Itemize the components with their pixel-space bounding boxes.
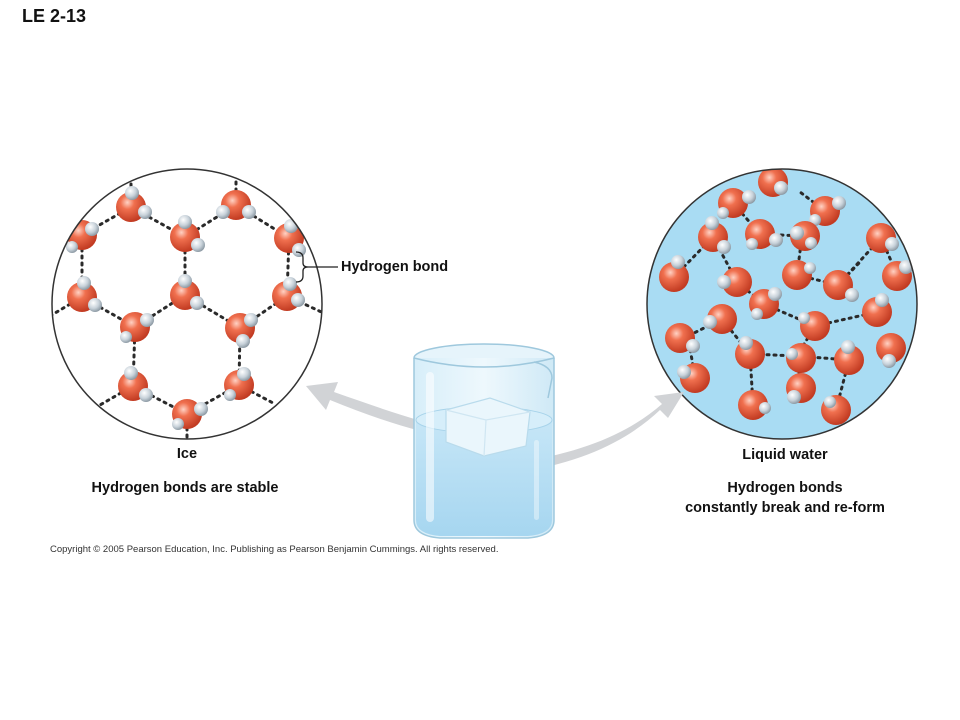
ice-circle — [51, 168, 323, 440]
water-molecule — [866, 223, 899, 253]
liquid-caption-line2: constantly break and re-form — [685, 500, 885, 516]
water-molecule — [782, 260, 816, 290]
water-molecule — [876, 333, 906, 368]
water-molecule — [225, 313, 258, 348]
water-molecule — [749, 287, 782, 320]
water-molecule — [677, 363, 710, 393]
water-molecule — [790, 221, 820, 251]
water-molecule — [170, 274, 204, 310]
copyright-notice: Copyright © 2005 Pearson Education, Inc.… — [50, 544, 499, 555]
water-molecule — [272, 277, 305, 311]
water-molecule — [224, 367, 254, 401]
ice-cube — [445, 397, 531, 457]
water-molecule — [703, 304, 737, 334]
water-molecule — [116, 186, 152, 222]
water-molecule — [786, 373, 816, 404]
water-molecule — [172, 399, 208, 430]
ice-molecules — [66, 186, 306, 430]
ice-label: Ice — [176, 446, 198, 462]
water-molecule — [834, 340, 864, 375]
water-molecule — [120, 312, 154, 343]
water-molecule — [738, 390, 771, 420]
water-molecule — [698, 216, 731, 254]
water-molecule — [717, 267, 752, 297]
water-molecule — [862, 293, 892, 327]
beaker — [413, 343, 555, 539]
liquid-molecules — [659, 169, 913, 425]
ice-caption: Hydrogen bonds are stable — [91, 480, 279, 496]
slide-title: LE 2-13 — [22, 6, 87, 26]
liquid-water-label: Liquid water — [742, 447, 828, 463]
hydrogen-bond-callout-bracket — [295, 251, 338, 283]
hydrogen-bond-label: Hydrogen bond — [341, 259, 449, 275]
water-molecule — [67, 276, 102, 312]
water-molecule — [882, 260, 913, 291]
water-molecule — [717, 188, 756, 219]
water-molecule — [798, 311, 830, 341]
water-molecule — [823, 270, 859, 302]
water-molecule — [786, 343, 816, 373]
water-molecule — [758, 169, 788, 197]
liquid-lattice — [659, 169, 913, 425]
water-molecule — [216, 190, 256, 220]
water-molecule — [118, 366, 153, 402]
water-molecule — [745, 219, 783, 250]
ice-lattice — [52, 169, 322, 439]
water-molecule — [665, 323, 700, 353]
liquid-water-circle — [646, 168, 918, 440]
water-molecule — [821, 395, 851, 425]
water-molecule — [735, 336, 765, 369]
water-molecule — [170, 215, 205, 252]
liquid-caption-line1: Hydrogen bonds — [727, 480, 843, 496]
water-molecule — [659, 255, 689, 292]
water-molecule — [809, 196, 846, 226]
